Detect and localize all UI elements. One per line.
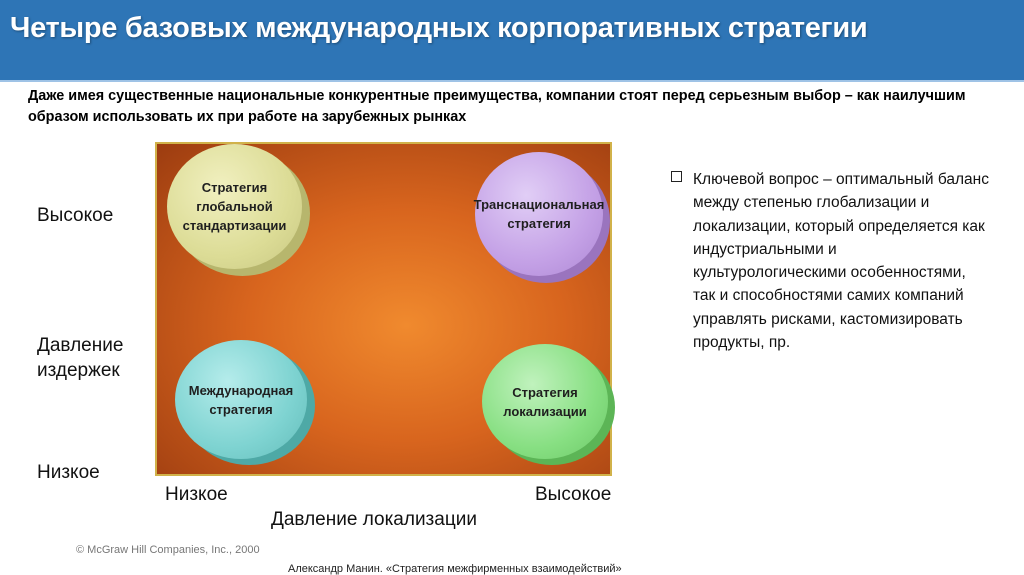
x-axis-low-label: Низкое [165, 484, 228, 505]
disc-face: Международная стратегия [175, 340, 307, 459]
title-bar: Четыре базовых международных корпоративн… [0, 0, 1024, 82]
disc-face: Транснациональная стратегия [473, 152, 605, 276]
international-strategy-disc: Международная стратегия [175, 340, 315, 465]
international-strategy-label: Международная стратегия [188, 382, 294, 417]
key-question-block: Ключевой вопрос – оптимальный баланс меж… [671, 168, 991, 354]
footer-attribution: Александр Манин. «Стратегия межфирменных… [288, 563, 622, 575]
y-axis-title-line2: издержек [37, 360, 120, 381]
y-axis-title-line1: Давление [37, 335, 124, 356]
x-axis-high-label: Высокое [535, 484, 612, 505]
disc-face: Стратегия локализации [482, 344, 608, 459]
key-question-text: Ключевой вопрос – оптимальный баланс меж… [693, 171, 989, 352]
localization-strategy-disc: Стратегия локализации [482, 344, 615, 465]
checkbox-bullet-icon [671, 171, 682, 182]
global-strategy-disc: Стратегия глобальной стандартизации [167, 144, 310, 276]
page-title: Четыре базовых международных корпоративн… [10, 12, 868, 44]
global-strategy-label: Стратегия глобальной стандартизации [182, 180, 287, 233]
strategy-matrix: Стратегия глобальной стандартизации Тран… [155, 142, 615, 476]
y-axis-high-label: Высокое [37, 205, 114, 226]
disc-face: Стратегия глобальной стандартизации [167, 144, 302, 269]
localization-strategy-label: Стратегия локализации [503, 384, 587, 419]
x-axis-title: Давление локализации [271, 509, 477, 530]
transnational-strategy-label: Транснациональная стратегия [473, 197, 605, 231]
transnational-strategy-disc: Транснациональная стратегия [473, 152, 610, 283]
y-axis-low-label: Низкое [37, 462, 100, 483]
copyright-notice: © McGraw Hill Companies, Inc., 2000 [76, 544, 260, 556]
subtitle: Даже имея существенные национальные конк… [28, 88, 966, 125]
